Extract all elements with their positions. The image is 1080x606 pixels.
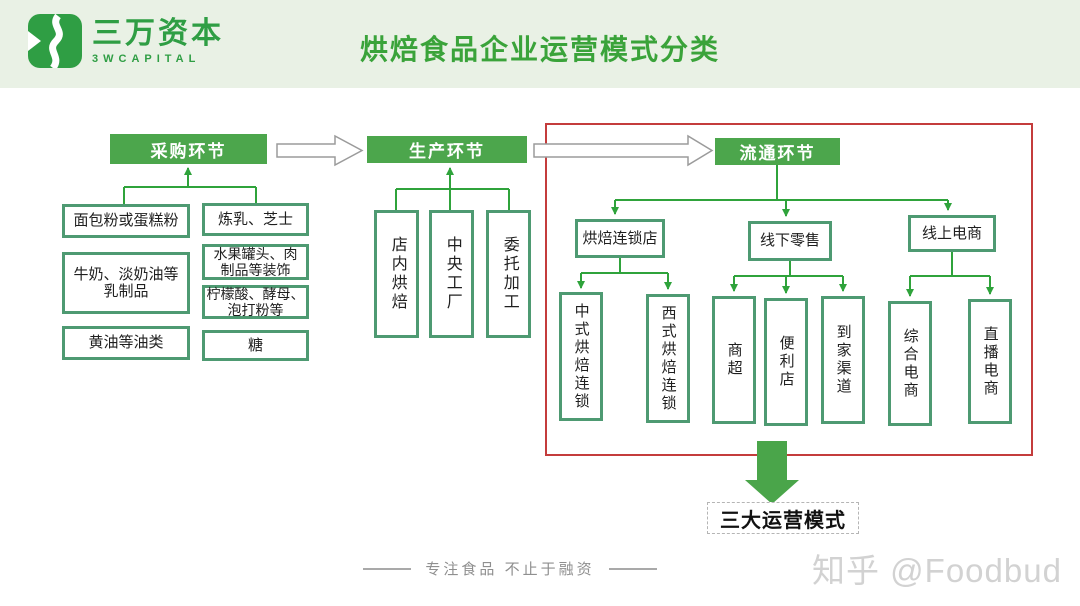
footer-slogan: 专注食品 不止于融资: [345, 558, 675, 579]
procurement-item-sugar: 糖: [202, 330, 309, 361]
brand-subtitle: 3WCAPITAL: [92, 53, 201, 65]
production-connector: [395, 167, 510, 210]
procurement-item-milk-cream: 牛奶、淡奶油等 乳制品: [62, 252, 190, 314]
stage-production: 生产环节: [367, 136, 527, 163]
channel-online-ecommerce: 线上电商: [908, 215, 996, 252]
sub-home-delivery-channel: 到家渠道: [821, 296, 865, 424]
procurement-item-citric-yeast-baking-powder: 柠檬酸、酵母、 泡打粉等: [202, 285, 309, 319]
procurement-item-condensed-milk-cheese: 炼乳、芝士: [202, 203, 309, 236]
brand-logo: 三万资本 3WCAPITAL: [28, 14, 224, 68]
sub-chinese-bakery-chain: 中式烘焙连锁: [559, 292, 603, 421]
sub-general-ecommerce: 综合电商: [888, 301, 932, 426]
channel-offline-retail: 线下零售: [748, 221, 832, 261]
sub-western-bakery-chain: 西式烘焙连锁: [646, 294, 690, 423]
channel-bakery-chain: 烘焙连锁店: [575, 219, 665, 258]
header-band: 三万资本 3WCAPITAL 烘焙食品企业运营模式分类: [0, 0, 1080, 88]
arrow-procurement-to-production: [276, 134, 364, 167]
procurement-item-bread-flour: 面包粉或蛋糕粉: [62, 204, 190, 238]
procurement-item-canned-fruit-decor: 水果罐头、肉 制品等装饰: [202, 244, 309, 280]
stage-procurement: 采购环节: [110, 134, 267, 164]
slogan-text: 专注食品 不止于融资: [425, 561, 595, 578]
production-item-in-store-baking: 店内烘焙: [374, 210, 419, 338]
brand-logo-icon: [28, 14, 82, 68]
production-item-outsourced-processing: 委托加工: [486, 210, 531, 338]
sub-livestream-ecommerce: 直播电商: [968, 299, 1012, 424]
page-title: 烘焙食品企业运营模式分类: [359, 34, 720, 65]
slogan-right-rule: [608, 567, 657, 570]
stage-distribution: 流通环节: [715, 138, 840, 165]
slogan-left-rule: [363, 567, 412, 570]
sub-convenience-store: 便利店: [764, 298, 808, 426]
procurement-connector: [123, 167, 257, 204]
production-item-central-factory: 中央工厂: [429, 210, 474, 338]
brand-name: 三万资本: [92, 17, 224, 50]
sub-supermarket: 商超: [712, 296, 756, 424]
summary-box: 三大运营模式: [707, 502, 859, 534]
procurement-item-butter-oils: 黄油等油类: [62, 326, 190, 360]
zhihu-watermark: 知乎 @Foodbud: [812, 552, 1062, 589]
